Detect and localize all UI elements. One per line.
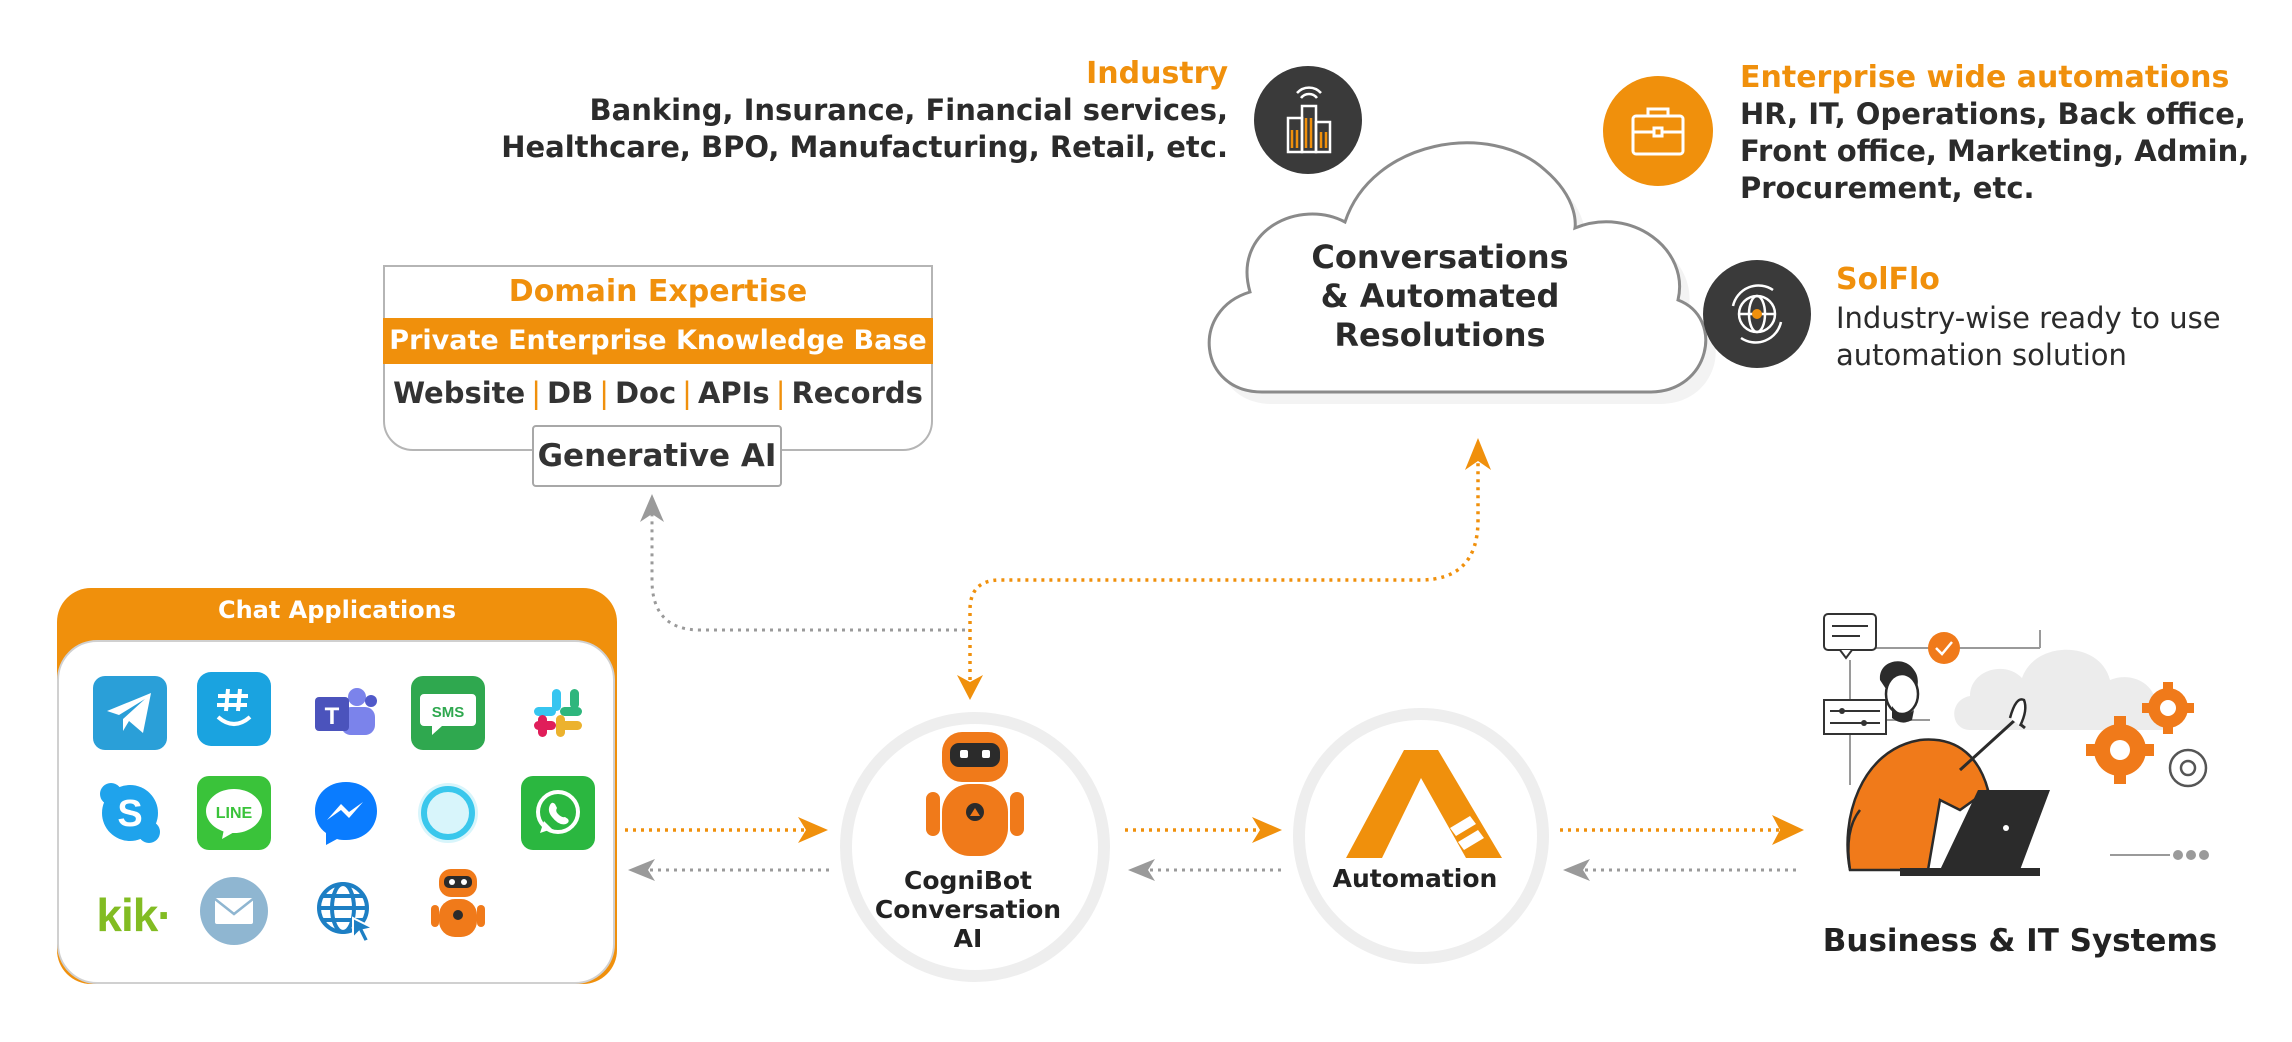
- cognibot-small-icon: [421, 868, 495, 942]
- teams-icon: T: [309, 676, 383, 750]
- cognibot-line-3: AI: [953, 924, 983, 953]
- enterprise-line-1: HR, IT, Operations, Back office,: [1740, 97, 2246, 131]
- solflo-line-2: automation solution: [1836, 338, 2127, 372]
- slack-icon: [521, 676, 595, 750]
- cloud-label: Conversations & Automated Resolutions: [1280, 238, 1600, 355]
- generative-ai-box: Generative AI: [532, 425, 782, 487]
- arrow-to-cloud: [968, 460, 1480, 680]
- business-it-label: Business & IT Systems: [1822, 923, 2218, 959]
- cognibot-line-1: CogniBot: [904, 866, 1032, 895]
- solflo-description: Industry-wise ready to use automation so…: [1836, 300, 2276, 374]
- kik-label: kik·: [96, 889, 172, 941]
- cognibot-robot-icon: [920, 728, 1030, 866]
- cloud-line-1: Conversations: [1311, 238, 1569, 276]
- automation-logo-icon: [1346, 748, 1502, 862]
- messenger-icon: [309, 776, 383, 850]
- industry-line-1: Banking, Insurance, Financial services,: [589, 93, 1228, 127]
- business-it-illustration: [1810, 600, 2230, 904]
- groupme-icon: [197, 672, 271, 746]
- chat-apps-title: Chat Applications: [217, 596, 457, 624]
- whatsapp-icon: [521, 776, 595, 850]
- city-icon: [1254, 66, 1362, 174]
- enterprise-line-2: Front office, Marketing, Admin,: [1740, 134, 2250, 168]
- svg-text:S: S: [117, 793, 142, 835]
- line-icon: LINE: [197, 776, 271, 850]
- source-website: Website: [393, 376, 526, 410]
- chat-apps-panel: T SMS S LINE kik·: [57, 640, 615, 984]
- source-db: DB: [547, 376, 594, 410]
- cloud-shape: [1207, 141, 1716, 404]
- industry-description: Banking, Insurance, Financial services, …: [468, 92, 1228, 166]
- cloud-line-3: Resolutions: [1334, 316, 1546, 354]
- cloud-line-2: & Automated: [1320, 277, 1560, 315]
- skype-icon: S: [93, 776, 167, 850]
- cognibot-label: CogniBot Conversation AI: [838, 866, 1098, 953]
- source-apis: APIs: [697, 376, 770, 410]
- arrow-to-genai: [650, 500, 965, 632]
- enterprise-description: HR, IT, Operations, Back office, Front o…: [1740, 96, 2280, 207]
- globe-gear-icon: [1703, 260, 1811, 368]
- source-records: Records: [791, 376, 923, 410]
- sms-label: SMS: [432, 704, 465, 721]
- domain-expertise-title: Domain Expertise: [508, 274, 808, 309]
- telegram-icon: [93, 676, 167, 750]
- briefcase-icon: [1603, 76, 1713, 186]
- knowledge-base-bar: Private Enterprise Knowledge Base: [383, 318, 933, 364]
- enterprise-line-3: Procurement, etc.: [1740, 171, 2035, 205]
- email-icon: [197, 874, 271, 948]
- source-doc: Doc: [614, 376, 677, 410]
- kik-icon: kik·: [89, 878, 179, 952]
- teams-letter: T: [325, 703, 340, 730]
- solflo-line-1: Industry-wise ready to use: [1836, 301, 2221, 335]
- enterprise-title: Enterprise wide automations: [1740, 60, 2230, 95]
- web-globe-icon: [309, 874, 383, 948]
- cognibot-line-2: Conversation: [874, 895, 1062, 924]
- sms-icon: SMS: [411, 676, 485, 750]
- knowledge-sources: Website|DB|Doc|APIs|Records: [393, 376, 923, 410]
- automation-label: Automation: [1332, 864, 1498, 893]
- alexa-icon: [411, 776, 485, 850]
- solflo-title: SolFlo: [1836, 262, 1940, 297]
- industry-title: Industry: [1086, 56, 1228, 91]
- industry-line-2: Healthcare, BPO, Manufacturing, Retail, …: [501, 130, 1228, 164]
- line-label: LINE: [216, 805, 253, 822]
